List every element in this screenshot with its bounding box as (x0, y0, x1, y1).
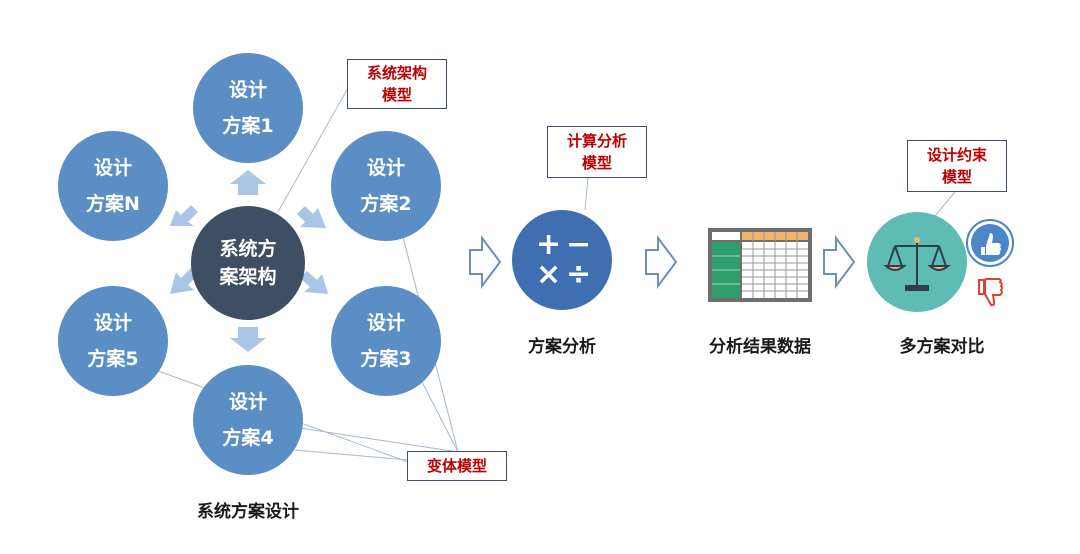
design-scheme-3: 设计 方案3 (331, 286, 441, 396)
callout-variant-line1: 变体模型 (426, 457, 487, 475)
leader-variant-2 (419, 377, 459, 453)
flow-arrow-3 (823, 235, 856, 289)
design-scheme-4-line2: 方案4 (222, 427, 274, 449)
core-architecture-line1: 系统方 (219, 238, 277, 260)
caption-analysis: 方案分析 (528, 337, 596, 357)
design-scheme-1: 设计 方案1 (193, 53, 303, 163)
core-architecture-line2: 案架构 (219, 266, 277, 288)
callout-design-constraint-model: 设计约束 模型 (907, 140, 1007, 192)
design-scheme-2: 设计 方案2 (331, 131, 441, 241)
analysis-circle: + − × ÷ (512, 210, 612, 310)
design-scheme-5-line1: 设计 (93, 312, 132, 334)
balance-scale-icon (883, 240, 951, 291)
arrow-up (230, 170, 266, 195)
design-scheme-n-line1: 设计 (93, 157, 132, 179)
callout-calc-analysis-model: 计算分析 模型 (547, 126, 647, 178)
design-scheme-4-line1: 设计 (228, 391, 267, 413)
arrow-upper-right (297, 206, 326, 228)
caption-result-data: 分析结果数据 (709, 337, 811, 357)
times-icon: × (536, 257, 562, 292)
design-scheme-n-line2: 方案N (86, 193, 140, 215)
arrow-down (230, 327, 266, 352)
core-architecture: 系统方 案架构 (191, 206, 305, 320)
design-scheme-3-line2: 方案3 (360, 348, 412, 370)
callout-calc-analysis-line2: 模型 (581, 154, 612, 172)
design-scheme-n: 设计 方案N (58, 131, 168, 241)
callout-design-constraint-line2: 模型 (941, 168, 972, 186)
design-scheme-3-line1: 设计 (366, 312, 405, 334)
divide-icon: ÷ (566, 257, 592, 292)
flow-arrow-1 (469, 235, 502, 289)
thumb-up-icon (966, 219, 1014, 267)
arrow-lower-left (170, 268, 198, 294)
caption-system-design: 系统方案设计 (197, 502, 299, 522)
design-scheme-2-line1: 设计 (366, 157, 405, 179)
design-scheme-5-line2: 方案5 (87, 348, 139, 370)
flow-arrow-2 (645, 235, 678, 289)
callout-system-arch-line1: 系统架构 (366, 64, 427, 82)
scale-top-knob (914, 237, 920, 243)
leader-system-arch (277, 87, 349, 213)
leader-calc-analysis (584, 177, 589, 211)
caption-comparison: 多方案对比 (899, 337, 985, 357)
design-scheme-1-line2: 方案1 (222, 115, 274, 137)
design-scheme-1-line1: 设计 (228, 79, 267, 101)
thumb-down-icon (978, 278, 1003, 307)
callout-system-arch-line2: 模型 (381, 86, 412, 104)
callout-calc-analysis-line1: 计算分析 (566, 132, 627, 150)
callout-system-arch-model: 系统架构 模型 (347, 59, 447, 109)
arrow-lower-right (300, 271, 328, 294)
design-scheme-5: 设计 方案5 (58, 286, 168, 396)
leader-variant-4 (294, 449, 409, 461)
plus-icon: + (536, 227, 562, 262)
callout-design-constraint-line1: 设计约束 (926, 146, 987, 164)
result-table-icon (708, 228, 812, 302)
callout-variant-model: 变体模型 (407, 451, 507, 481)
design-scheme-2-line2: 方案2 (360, 193, 412, 215)
minus-icon: − (566, 227, 592, 262)
design-scheme-4: 设计 方案4 (193, 365, 303, 475)
arrow-upper-left (170, 205, 198, 226)
